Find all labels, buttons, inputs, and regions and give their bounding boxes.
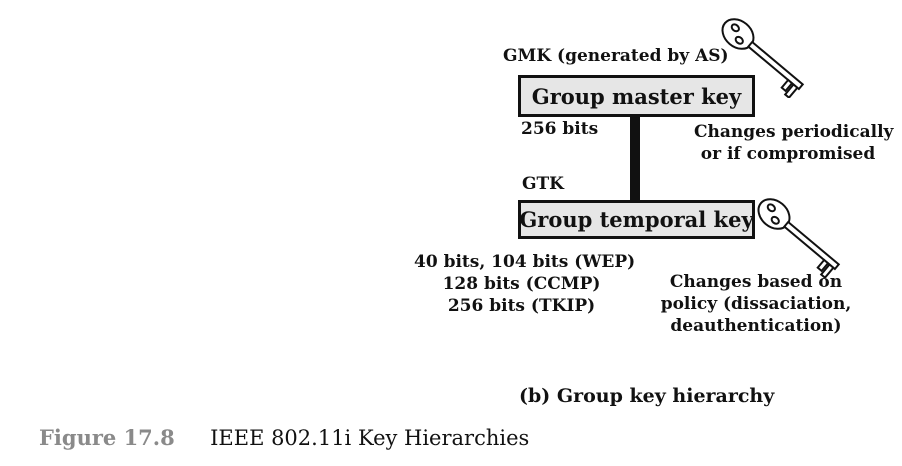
figure-title: IEEE 802.11i Key Hierarchies — [210, 426, 530, 450]
gtk-bits-list: 40 bits, 104 bits (WEP) 128 bits (CCMP) … — [414, 251, 636, 317]
gtk-bits-line: 128 bits (CCMP) — [442, 274, 601, 294]
gtk-label: GTK — [522, 174, 564, 194]
group-temporal-key-box: Group temporal key — [518, 200, 755, 239]
subcaption: (b) Group key hierarchy — [519, 385, 775, 407]
gmk-change-line: Changes periodically — [694, 122, 894, 142]
hierarchy-connector — [630, 117, 640, 200]
gtk-change-line: Changes based on — [669, 272, 843, 292]
key-icon — [721, 18, 805, 98]
figure-number: Figure 17.8 — [39, 425, 175, 450]
gmk-change-policy: Changes periodically or if compromised — [694, 121, 894, 165]
key-icon — [757, 198, 841, 278]
gtk-bits-line: 40 bits, 104 bits (WEP) — [414, 252, 636, 272]
gtk-change-line: policy (dissaciation, — [660, 294, 852, 314]
gmk-change-line: or if compromised — [700, 144, 876, 164]
gtk-change-line: deauthentication) — [670, 316, 842, 336]
gmk-bits-label: 256 bits — [521, 119, 599, 139]
group-master-key-box: Group master key — [518, 75, 755, 117]
gtk-bits-line: 256 bits (TKIP) — [447, 296, 596, 316]
gmk-label: GMK (generated by AS) — [503, 46, 729, 66]
gtk-change-policy: Changes based on policy (dissaciation, d… — [658, 271, 854, 337]
figure-caption: Figure 17.8 IEEE 802.11i Key Hierarchies — [39, 425, 529, 450]
